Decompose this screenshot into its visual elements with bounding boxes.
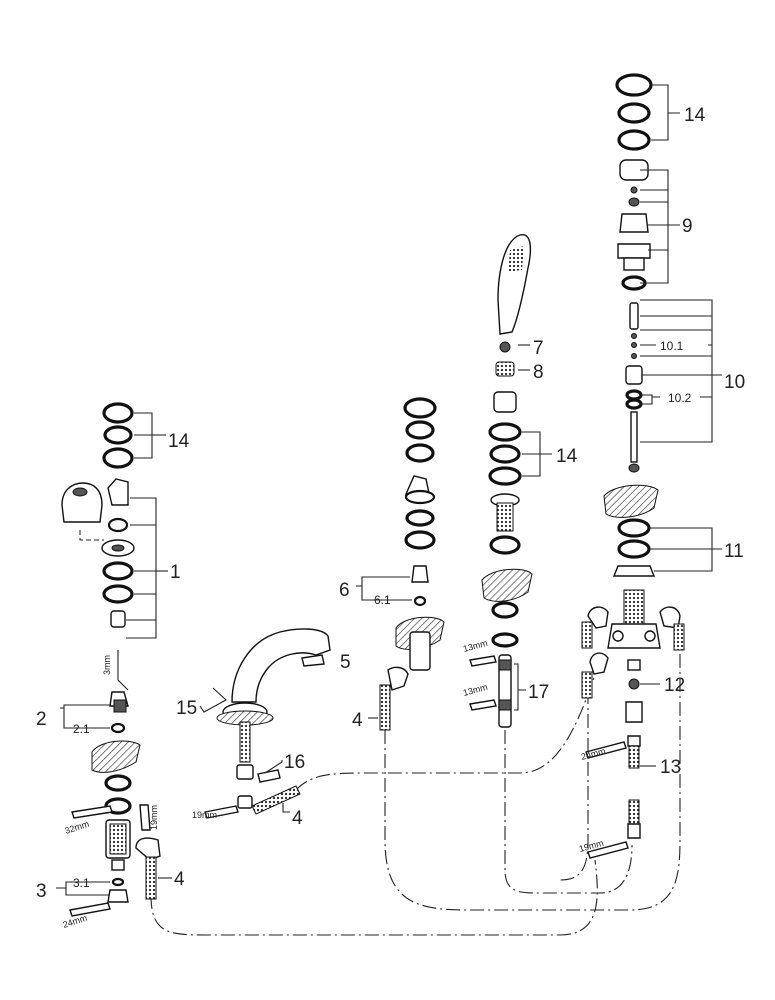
label-1: 1: [170, 562, 181, 583]
handle-lever: [107, 478, 129, 506]
label-14-mid: 14: [556, 446, 578, 467]
assembly-2-3: [56, 691, 172, 917]
hose-routing-lines: [150, 650, 681, 936]
nut-ring: [102, 561, 134, 581]
label-10-2: 10.2: [668, 391, 692, 405]
wrench-32mm: [71, 805, 113, 819]
assembly-6: [356, 397, 445, 731]
label-10: 10: [724, 372, 745, 393]
label-3: 3: [36, 881, 47, 902]
hand-shower-assembly: [469, 234, 552, 728]
tool-19mm-left: 19mm: [149, 805, 159, 830]
wrench-19mm: [139, 804, 151, 831]
tool-13mm-bottom: 13mm: [462, 682, 489, 698]
tool-19mm-spout: 19mm: [192, 810, 217, 820]
o-ring: [102, 447, 134, 469]
label-10-1: 10.1: [660, 339, 684, 353]
deck-section: [91, 740, 141, 773]
handle-cap: [61, 482, 103, 523]
label-4-left: 4: [174, 869, 185, 890]
label-4-mid: 4: [352, 710, 363, 731]
label-6: 6: [339, 580, 350, 601]
mounting-nut: [107, 889, 129, 903]
label-2: 2: [36, 709, 47, 730]
label-9: 9: [682, 216, 693, 237]
spout-assembly: [199, 628, 331, 819]
o-ring: [103, 425, 133, 445]
spout: [231, 628, 331, 703]
label-14-left: 14: [168, 431, 190, 452]
label-5: 5: [340, 652, 351, 673]
assembly-1: [61, 402, 168, 691]
cartridge-stem: [110, 610, 126, 628]
label-13: 13: [660, 757, 681, 778]
label-17: 17: [528, 682, 549, 703]
manifold-body: [607, 623, 661, 649]
o-ring: [102, 584, 134, 604]
label-4-spout: 4: [292, 808, 303, 829]
threaded-shank: [239, 721, 251, 763]
label-6-1: 6.1: [374, 593, 391, 607]
valve-body: [409, 631, 431, 671]
spout-hose: [251, 785, 301, 815]
wrench-24mm: [69, 902, 111, 917]
tool-32mm: 32mm: [64, 819, 91, 836]
label-2-1: 2.1: [73, 722, 90, 736]
washer: [107, 517, 129, 533]
label-15: 15: [176, 698, 197, 719]
hose: [379, 684, 391, 731]
o-ring: [104, 774, 132, 792]
tool-13mm-top: 13mm: [462, 638, 489, 654]
label-3-1: 3.1: [73, 876, 90, 890]
hose-nut: [495, 361, 515, 377]
o-ring: [102, 402, 134, 424]
label-16: 16: [284, 752, 305, 773]
label-14-right: 14: [684, 105, 706, 126]
label-12: 12: [664, 675, 685, 696]
tool-3mm: 3mm: [102, 655, 112, 675]
tool-24mm-right: 24mm: [580, 746, 607, 762]
label-7: 7: [533, 338, 544, 359]
tool-24mm-left: 24mm: [62, 913, 89, 930]
label-8: 8: [533, 362, 544, 383]
diverter-assembly: [581, 73, 722, 859]
tool-size-labels: 3mm 32mm 19mm 24mm 19mm 13mm 13mm 24mm 1…: [62, 638, 607, 930]
label-11: 11: [724, 541, 744, 562]
part-number-labels: 1 2 2.1 3 3.1 4 4 4 5 6 6.1 7 8 9 10 10.…: [36, 105, 745, 902]
